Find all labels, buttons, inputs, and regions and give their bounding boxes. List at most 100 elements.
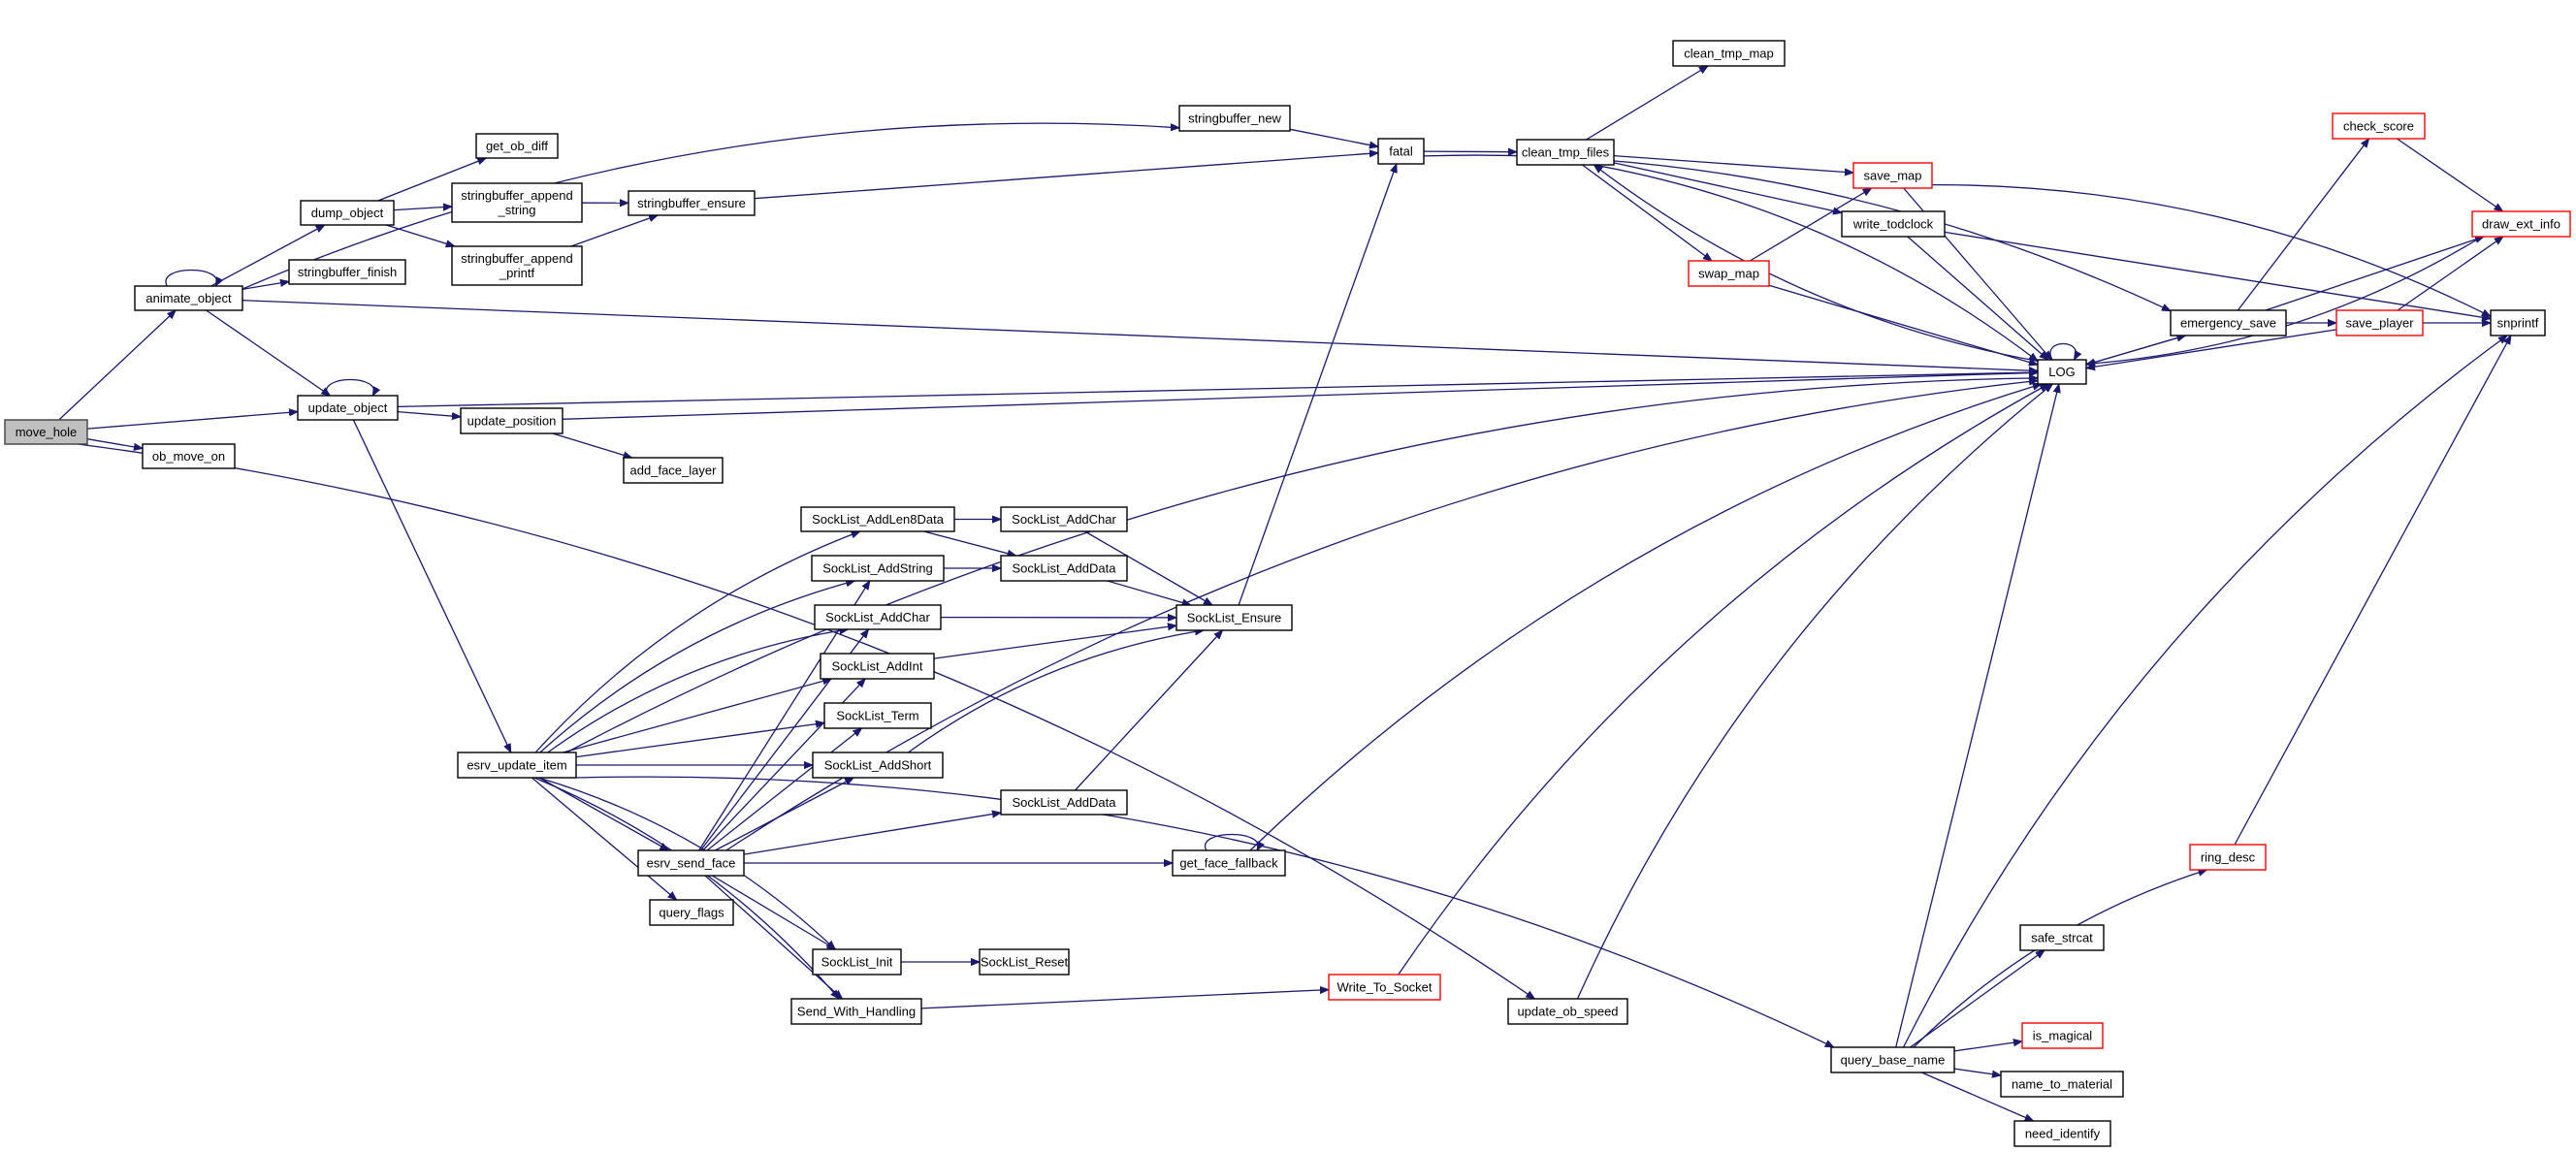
node-box[interactable] — [300, 200, 395, 226]
node-add_face_layer[interactable]: add_face_layer — [623, 457, 724, 484]
node-SockList_AddInt[interactable]: SockList_AddInt — [820, 653, 935, 680]
node-box[interactable] — [2335, 309, 2424, 336]
node-name_to_material[interactable]: name_to_material — [2000, 1071, 2124, 1098]
node-emergency_save[interactable]: emergency_save — [2170, 309, 2287, 336]
node-fatal[interactable]: fatal — [1377, 138, 1425, 165]
node-SockList_Reset[interactable]: SockList_Reset — [979, 948, 1070, 976]
node-box[interactable] — [1852, 162, 1933, 189]
node-snprintf[interactable]: snprintf — [2490, 309, 2546, 336]
node-Write_To_Socket[interactable]: Write_To_Socket — [1328, 974, 1441, 1001]
node-box[interactable] — [1507, 998, 1628, 1025]
node-box[interactable] — [4, 419, 88, 445]
node-box[interactable] — [1000, 555, 1128, 582]
node-Send_With_Handling[interactable]: Send_With_Handling — [790, 998, 922, 1025]
node-box[interactable] — [2189, 844, 2267, 871]
node-box[interactable] — [979, 948, 1070, 976]
node-box[interactable] — [134, 285, 243, 311]
node-box[interactable] — [1172, 849, 1286, 877]
node-box[interactable] — [2013, 1120, 2111, 1147]
node-stringbuffer_finish[interactable]: stringbuffer_finish — [288, 259, 406, 285]
node-update_object[interactable]: update_object — [297, 395, 399, 421]
node-stringbuffer_append_printf[interactable]: stringbuffer_append_printf — [451, 245, 583, 286]
node-clean_tmp_files[interactable]: clean_tmp_files — [1516, 139, 1615, 166]
node-box[interactable] — [1175, 604, 1293, 631]
node-box[interactable] — [2000, 1071, 2124, 1098]
node-SockList_AddLen8Data[interactable]: SockList_AddLen8Data — [800, 506, 955, 532]
node-box[interactable] — [2332, 112, 2426, 140]
node-box[interactable] — [1000, 506, 1128, 532]
node-box[interactable] — [2170, 309, 2287, 336]
node-box[interactable] — [460, 407, 564, 434]
node-get_ob_diff[interactable]: get_ob_diff — [475, 133, 559, 159]
node-SockList_Term[interactable]: SockList_Term — [823, 702, 932, 729]
node-SockList_AddString[interactable]: SockList_AddString — [811, 555, 945, 582]
node-box[interactable] — [628, 190, 756, 216]
node-is_magical[interactable]: is_magical — [2021, 1022, 2104, 1049]
node-box[interactable] — [451, 245, 583, 286]
node-update_position[interactable]: update_position — [460, 407, 564, 434]
node-safe_strcat[interactable]: safe_strcat — [2019, 924, 2105, 951]
node-move_hole[interactable]: move_hole — [4, 419, 88, 445]
node-esrv_send_face[interactable]: esrv_send_face — [637, 849, 745, 877]
node-box[interactable] — [811, 555, 945, 582]
node-box[interactable] — [623, 457, 724, 484]
node-box[interactable] — [457, 752, 577, 779]
node-box[interactable] — [1328, 974, 1441, 1001]
node-stringbuffer_append_string[interactable]: stringbuffer_append_string — [451, 182, 583, 223]
node-box[interactable] — [1688, 260, 1770, 287]
node-save_map[interactable]: save_map — [1852, 162, 1933, 189]
node-esrv_update_item[interactable]: esrv_update_item — [457, 752, 577, 779]
node-box[interactable] — [820, 653, 935, 680]
node-box[interactable] — [451, 182, 583, 223]
node-box[interactable] — [812, 948, 902, 976]
node-box[interactable] — [1000, 789, 1128, 816]
node-save_player[interactable]: save_player — [2335, 309, 2424, 336]
node-animate_object[interactable]: animate_object — [134, 285, 243, 311]
node-update_ob_speed[interactable]: update_ob_speed — [1507, 998, 1628, 1025]
node-stringbuffer_new[interactable]: stringbuffer_new — [1178, 105, 1291, 132]
node-box[interactable] — [812, 752, 944, 779]
node-ob_move_on[interactable]: ob_move_on — [142, 443, 236, 469]
node-query_base_name[interactable]: query_base_name — [1830, 1046, 1955, 1073]
node-box[interactable] — [1516, 139, 1615, 166]
node-check_score[interactable]: check_score — [2332, 112, 2426, 140]
node-box[interactable] — [2471, 210, 2571, 238]
node-box[interactable] — [1377, 138, 1425, 165]
node-box[interactable] — [297, 395, 399, 421]
node-need_identify[interactable]: need_identify — [2013, 1120, 2111, 1147]
node-box[interactable] — [823, 702, 932, 729]
node-box[interactable] — [288, 259, 406, 285]
node-query_flags[interactable]: query_flags — [649, 899, 734, 926]
node-ring_desc[interactable]: ring_desc — [2189, 844, 2267, 871]
node-box[interactable] — [2037, 359, 2087, 385]
node-box[interactable] — [2019, 924, 2105, 951]
node-box[interactable] — [649, 899, 734, 926]
node-box[interactable] — [475, 133, 559, 159]
node-SockList_AddData_2[interactable]: SockList_AddData — [1000, 789, 1128, 816]
node-SockList_AddData[interactable]: SockList_AddData — [1000, 555, 1128, 582]
node-box[interactable] — [637, 849, 745, 877]
node-LOG[interactable]: LOG — [2037, 359, 2087, 385]
node-box[interactable] — [800, 506, 955, 532]
node-draw_ext_info[interactable]: draw_ext_info — [2471, 210, 2571, 238]
node-box[interactable] — [790, 998, 922, 1025]
node-box[interactable] — [1830, 1046, 1955, 1073]
node-box[interactable] — [1672, 40, 1786, 67]
node-box[interactable] — [814, 604, 942, 630]
node-stringbuffer_ensure[interactable]: stringbuffer_ensure — [628, 190, 756, 216]
node-get_face_fallback[interactable]: get_face_fallback — [1172, 849, 1286, 877]
node-box[interactable] — [1841, 210, 1946, 238]
node-SockList_AddShort[interactable]: SockList_AddShort — [812, 752, 944, 779]
node-dump_object[interactable]: dump_object — [300, 200, 395, 226]
node-SockList_Init[interactable]: SockList_Init — [812, 948, 902, 976]
node-box[interactable] — [2021, 1022, 2104, 1049]
node-box[interactable] — [142, 443, 236, 469]
node-box[interactable] — [1178, 105, 1291, 132]
node-swap_map[interactable]: swap_map — [1688, 260, 1770, 287]
node-SockList_Ensure[interactable]: SockList_Ensure — [1175, 604, 1293, 631]
node-SockList_AddChar_2[interactable]: SockList_AddChar — [1000, 506, 1128, 532]
node-box[interactable] — [2490, 309, 2546, 336]
node-clean_tmp_map[interactable]: clean_tmp_map — [1672, 40, 1786, 67]
node-write_todclock[interactable]: write_todclock — [1841, 210, 1946, 238]
node-SockList_AddChar[interactable]: SockList_AddChar — [814, 604, 942, 630]
